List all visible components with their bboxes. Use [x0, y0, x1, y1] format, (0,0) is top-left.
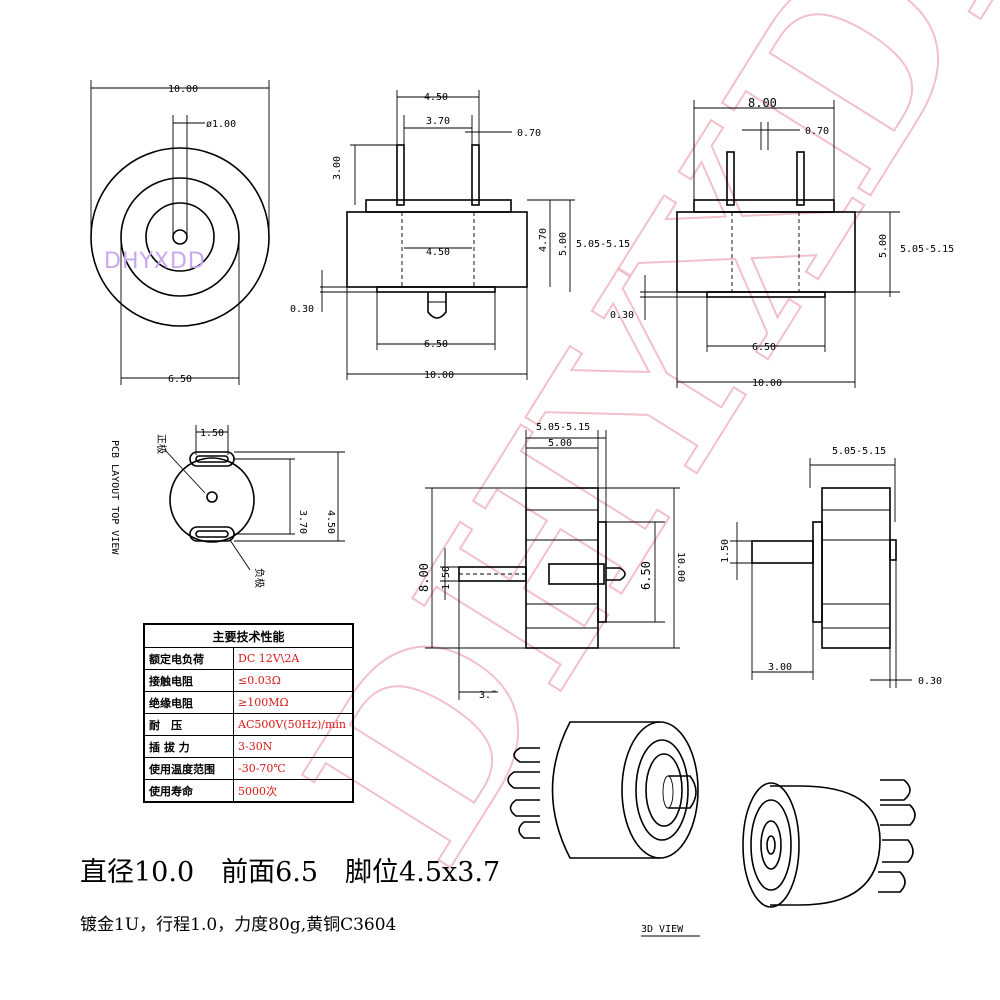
3d-view-right	[742, 779, 916, 908]
dim-plate-side: 0.30	[610, 310, 634, 321]
dim-pin-gap: 3.70	[426, 116, 450, 127]
dim-overall-side: 10.00	[752, 378, 782, 389]
spec-value: 3-30N	[233, 735, 354, 758]
dim-side-8: 8.00	[417, 563, 431, 592]
dim-pin-width-side: 0.70	[805, 126, 829, 137]
spec-row: 接触电阻≤0.03Ω	[143, 669, 354, 692]
spec-key: 额定电负荷	[143, 647, 234, 670]
caption-line-2: 镀金1U，行程1.0，力度80g,黄铜C3604	[80, 915, 397, 935]
caption-line-1: 直径10.0 前面6.5 脚位4.5x3.7	[80, 857, 501, 888]
dim-h5-side: 5.00	[878, 234, 889, 258]
dim-h5: 5.00	[558, 232, 569, 256]
spec-value: DC 12V\2A	[233, 647, 354, 670]
spec-table-title: 主要技术性能	[143, 623, 354, 648]
spec-value: -30-70℃	[233, 757, 354, 780]
watermark-large: DHYXDD	[253, 0, 1000, 908]
spec-key: 绝缘电阻	[143, 691, 234, 714]
dim-plunger-right: 1.50	[720, 539, 731, 563]
dim-range-mid: 5.05-5.15	[536, 422, 590, 433]
dim-pad-width: 1.50	[200, 428, 224, 439]
dim-pad-gap: 3.70	[297, 510, 308, 534]
dim-face-dia: 6.50	[168, 374, 192, 385]
spec-value: 5000次	[233, 779, 354, 803]
dim-pin-span: 4.50	[424, 92, 448, 103]
watermark-small: DHYXDD	[104, 249, 206, 274]
side-view-right: 5.05-5.15 1.50 3.00 0.30	[720, 446, 942, 688]
spec-value: ≤0.03Ω	[233, 669, 354, 692]
dim-side-10: 10.00	[675, 552, 686, 582]
pcb-layout-label: PCB LAYOUT TOP VIEW	[109, 440, 120, 555]
dim-side-650: 6.50	[639, 561, 653, 590]
dim-face-side: 6.50	[752, 342, 776, 353]
dim-side-3b: 3.¨	[479, 690, 497, 701]
dim-top-width: 10.00	[168, 84, 198, 95]
spec-value: ≥100MΩ	[233, 691, 354, 714]
label-negative: 负极	[253, 568, 266, 588]
dim-center-span: 4.50	[426, 247, 450, 258]
dim-body-height: 4.70	[538, 228, 549, 252]
spec-row: 使用温度范围-30-70℃	[143, 757, 354, 780]
dim-hole-dia: ø1.00	[206, 119, 236, 130]
dim-height-range: 5.05-5.15	[576, 239, 630, 250]
dim-pad-span: 4.50	[325, 510, 336, 534]
dim-plate-right: 0.30	[918, 676, 942, 687]
front-view-circle: 10.00 ø1.00 6.50 DHYXDD	[90, 80, 270, 385]
dim-side-3: 3.00	[768, 662, 792, 673]
label-3d-view: 3D VIEW	[641, 924, 684, 935]
spec-key: 使用寿命	[143, 779, 234, 803]
spec-key: 耐 压	[143, 713, 234, 736]
spec-key: 接触电阻	[143, 669, 234, 692]
spec-key: 使用温度范围	[143, 757, 234, 780]
spec-row: 绝缘电阻≥100MΩ	[143, 691, 354, 714]
dim-plate: 0.30	[290, 304, 314, 315]
front-elevation: 4.50 3.70 0.70 3.00 4.50 4.70 5.00 5.05-…	[290, 90, 630, 381]
pcb-layout: PCB LAYOUT TOP VIEW 1.50 3.70 4.50 正极 负极	[109, 425, 345, 588]
side-elevation: 8.00 0.70 5.00 5.05-5.15 0.30 6.50 10.00	[610, 96, 954, 389]
watermark-text: DHYXDD	[254, 0, 1000, 907]
dim-plunger-h: 1.50	[441, 566, 452, 590]
dim-body-8: 8.00	[748, 96, 777, 110]
dim-face-width: 6.50	[424, 339, 448, 350]
spec-value: AC500V(50Hz)/min	[233, 713, 354, 736]
dim-pin-width: 0.70	[517, 128, 541, 139]
dim-overall-width: 10.00	[424, 370, 454, 381]
dim-h5-mid: 5.00	[548, 438, 572, 449]
dim-pin-length: 3.00	[332, 156, 343, 180]
dim-range-right: 5.05-5.15	[832, 446, 886, 457]
label-positive: 正极	[155, 434, 168, 454]
side-view-middle: 5.05-5.15 5.00 8.00 1.50 6.50 10.00 3.¨	[417, 422, 686, 701]
spec-key: 插 拔 力	[143, 735, 234, 758]
3d-view-left	[507, 721, 699, 859]
dim-range-side: 5.05-5.15	[900, 244, 954, 255]
